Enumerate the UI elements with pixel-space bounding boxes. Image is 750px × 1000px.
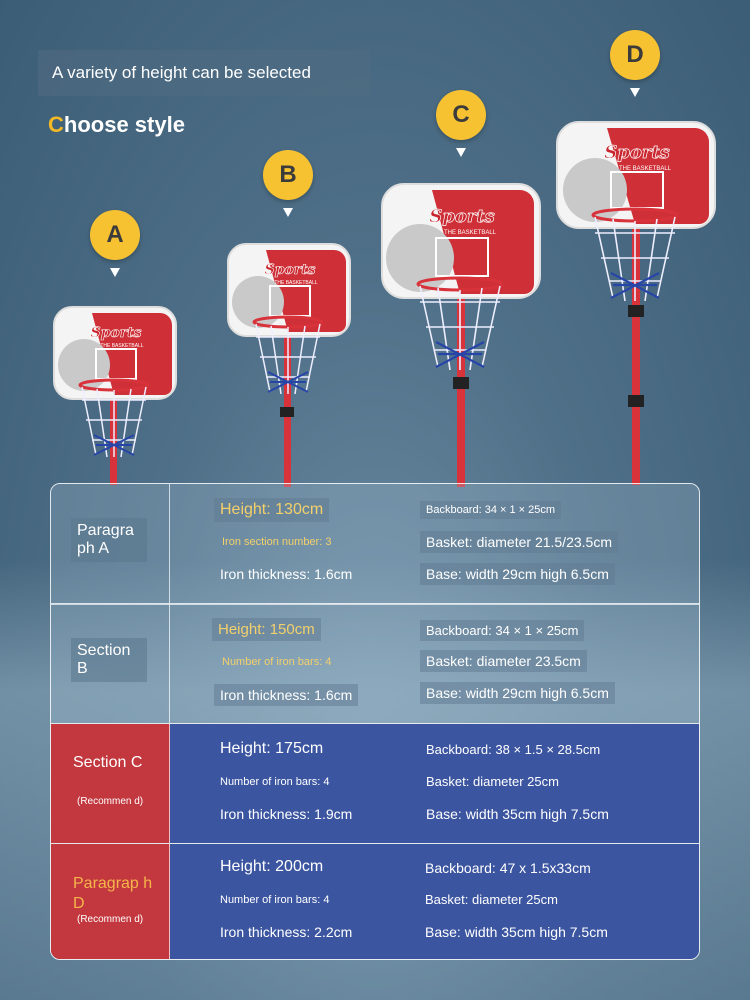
brand-text: Sports xyxy=(91,325,142,341)
backboard-spec: Backboard: 34 × 1 × 25cm xyxy=(420,620,585,641)
backboard-spec: Backboard: 47 x 1.5x33cm xyxy=(425,860,591,876)
brand-subtext: THE BASKETBALL xyxy=(619,166,672,172)
hoop-a-image: Sports THE BASKETBALL xyxy=(53,306,177,485)
recommend-note: (Recommen d) xyxy=(77,914,144,925)
option-badge-d[interactable]: D xyxy=(610,30,660,80)
thickness-spec: Iron thickness: 1.9cm xyxy=(220,806,353,822)
spec-table: Paragra ph A Height: 130cm Iron section … xyxy=(50,483,700,960)
row-details: Height: 200cm Number of iron bars: 4 Iro… xyxy=(170,844,699,959)
bars-spec: Iron section number: 3 xyxy=(222,536,332,548)
bars-spec: Number of iron bars: 4 xyxy=(220,894,330,906)
height-spec: Height: 175cm xyxy=(220,740,324,757)
row-details: Height: 150cm Number of iron bars: 4 Iro… xyxy=(170,604,699,723)
height-spec: Height: 150cm xyxy=(212,618,321,641)
brand-text: Sports xyxy=(265,262,316,278)
row-details: Height: 130cm Iron section number: 3 Iro… xyxy=(170,484,699,603)
hoop-c-image: Sports THE BASKETBALL xyxy=(381,183,541,487)
thickness-spec: Iron thickness: 2.2cm xyxy=(220,924,353,940)
recommend-note: (Recommen d) xyxy=(77,796,144,807)
row-label: Paragrap h D xyxy=(73,875,153,912)
option-badge-c[interactable]: C xyxy=(436,90,486,140)
row-label: Paragra ph A xyxy=(71,518,147,562)
brand-text: Sports xyxy=(604,142,670,163)
brand-subtext: THE BASKETBALL xyxy=(274,280,318,286)
title-rest: hoose style xyxy=(63,112,185,137)
height-spec: Height: 200cm xyxy=(220,858,324,875)
row-label: Section B xyxy=(71,638,147,682)
backboard-spec: Backboard: 34 × 1 × 25cm xyxy=(420,501,562,519)
pointer-icon xyxy=(283,208,293,217)
base-spec: Base: width 35cm high 7.5cm xyxy=(425,924,608,940)
pointer-icon xyxy=(456,148,466,157)
spec-row-c: Section C (Recommen d) Height: 175cm Num… xyxy=(51,724,699,843)
bars-spec: Number of iron bars: 4 xyxy=(222,656,332,668)
page-title: Choose style xyxy=(48,112,185,138)
basket-spec: Basket: diameter 25cm xyxy=(426,774,559,789)
option-badge-b[interactable]: B xyxy=(263,150,313,200)
bars-spec: Number of iron bars: 4 xyxy=(220,776,330,788)
row-label-cell: Paragra ph A xyxy=(51,484,170,603)
base-spec: Base: width 29cm high 6.5cm xyxy=(420,682,615,704)
pointer-icon xyxy=(110,268,120,277)
tagline: A variety of height can be selected xyxy=(38,50,370,96)
row-divider xyxy=(51,603,699,605)
pointer-icon xyxy=(630,88,640,97)
basket-spec: Basket: diameter 21.5/23.5cm xyxy=(420,531,618,553)
basket-spec: Basket: diameter 23.5cm xyxy=(420,650,587,672)
hoop-b-image: Sports THE BASKETBALL xyxy=(227,243,351,487)
option-badge-a[interactable]: A xyxy=(90,210,140,260)
row-divider xyxy=(51,723,699,725)
spec-row-b: Section B Height: 150cm Number of iron b… xyxy=(51,604,699,723)
row-label-cell: Section C (Recommen d) xyxy=(51,724,170,843)
hoop-d-image: Sports THE BASKETBALL xyxy=(556,121,716,485)
row-label-cell: Section B xyxy=(51,604,170,723)
base-spec: Base: width 35cm high 7.5cm xyxy=(426,806,609,822)
brand-subtext: THE BASKETBALL xyxy=(444,230,497,236)
row-label: Section C xyxy=(73,754,143,771)
spec-row-a: Paragra ph A Height: 130cm Iron section … xyxy=(51,484,699,603)
thickness-spec: Iron thickness: 1.6cm xyxy=(214,684,359,706)
title-first-letter: C xyxy=(48,112,64,137)
base-spec: Base: width 29cm high 6.5cm xyxy=(420,563,615,585)
thickness-spec: Iron thickness: 1.6cm xyxy=(220,566,353,582)
brand-subtext: THE BASKETBALL xyxy=(100,343,144,349)
row-label-cell: Paragrap h D (Recommen d) xyxy=(51,844,170,959)
row-divider xyxy=(51,843,699,845)
height-spec: Height: 130cm xyxy=(214,498,330,522)
backboard-spec: Backboard: 38 × 1.5 × 28.5cm xyxy=(426,742,601,757)
brand-text: Sports xyxy=(429,206,495,227)
basket-spec: Basket: diameter 25cm xyxy=(425,892,558,907)
spec-row-d: Paragrap h D (Recommen d) Height: 200cm … xyxy=(51,844,699,959)
row-details: Height: 175cm Number of iron bars: 4 Iro… xyxy=(170,724,699,843)
